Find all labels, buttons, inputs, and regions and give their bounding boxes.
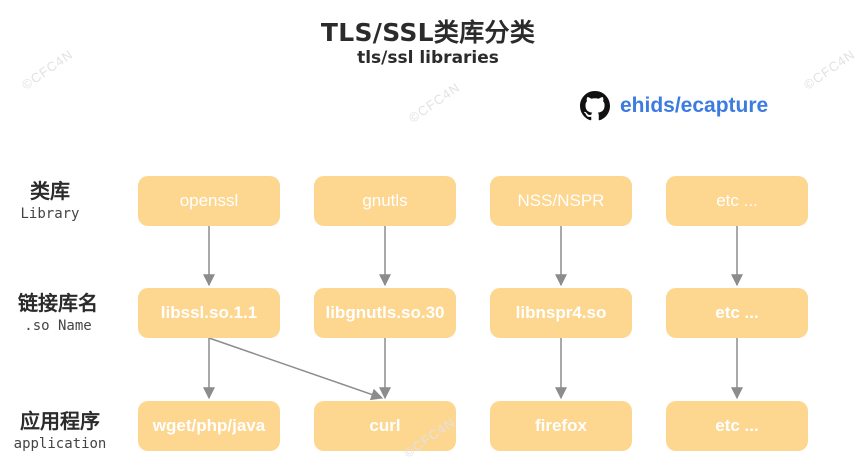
row-label-library-zh: 类库 (30, 179, 70, 203)
diagram-subtitle: tls/ssl libraries (357, 48, 499, 68)
repo-link[interactable]: ehids/ecapture (580, 90, 768, 122)
row-label-application: 应用程序 application (10, 405, 110, 452)
node-so-libgnutls: libgnutls.so.30 (314, 288, 456, 338)
node-app-firefox: firefox (490, 401, 632, 451)
row-label-soname-zh: 链接库名 (18, 291, 98, 315)
diagram-title: TLS/SSL类库分类 (320, 18, 536, 47)
node-app-wget: wget/php/java (138, 401, 280, 451)
node-app-etc: etc ... (666, 401, 808, 451)
node-so-libnspr: libnspr4.so (490, 288, 632, 338)
row-label-library: 类库 Library (0, 175, 100, 222)
arrow-libssl-curl (208, 337, 384, 401)
node-so-etc: etc ... (666, 288, 808, 338)
row-label-library-en: Library (20, 206, 80, 222)
node-library-nss: NSS/NSPR (490, 176, 632, 226)
node-app-curl: curl (314, 401, 456, 451)
row-label-application-en: application (13, 436, 107, 452)
node-library-gnutls: gnutls (314, 176, 456, 226)
node-library-etc: etc ... (666, 176, 808, 226)
row-label-application-zh: 应用程序 (20, 409, 100, 433)
repo-name[interactable]: ehids/ecapture (620, 94, 769, 117)
row-label-soname: 链接库名 .so Name (8, 287, 108, 334)
github-icon (580, 91, 610, 121)
row-label-soname-en: .so Name (24, 318, 92, 334)
node-library-openssl: openssl (138, 176, 280, 226)
watermark: ©CFC4N (406, 79, 463, 126)
node-so-libssl: libssl.so.1.1 (138, 288, 280, 338)
